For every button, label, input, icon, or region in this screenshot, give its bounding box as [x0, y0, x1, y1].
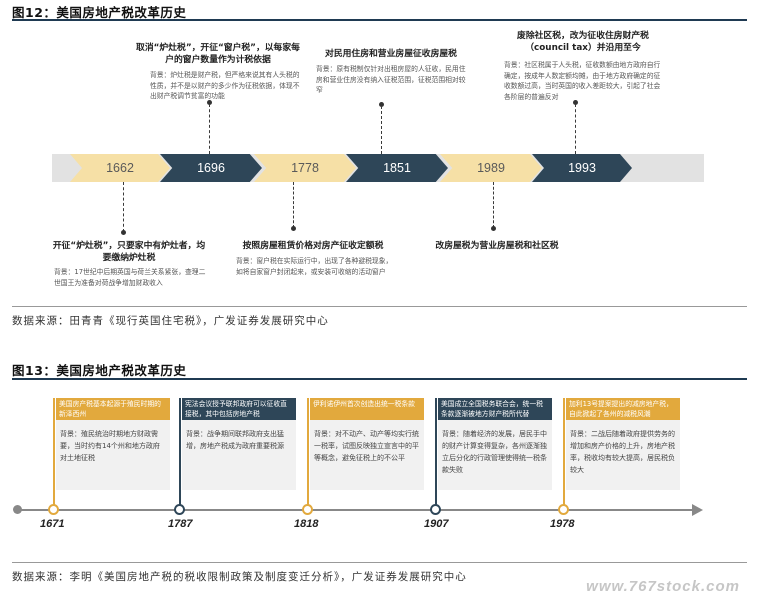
fig12-year-1993: 1993 — [532, 154, 632, 182]
fig13-timeline-arrow-icon — [692, 504, 703, 516]
fig13-event-box-1787: 宪法会议授予联邦政府可以征收直接税，其中包括房地产税 背景：战争期间联邦政府支出… — [182, 398, 296, 490]
fig12-connector-dot — [491, 226, 496, 231]
fig13-stem — [563, 398, 565, 506]
fig13-year-label: 1907 — [424, 518, 449, 530]
fig12-connector-line — [575, 104, 576, 154]
fig12-top-card-1-body: 背景：炉灶税是财产税，但严格来说其有人头税的性质，并不是以财产的多少作为征税依据… — [150, 71, 300, 100]
fig12-bottom-card-3-title: 改房屋税为营业房屋税和社区税 — [435, 241, 559, 251]
fig12-year-1989: 1989 — [440, 154, 542, 182]
fig13-event-header: 伊利诺伊州首次创造出统一税条款 — [310, 398, 424, 420]
fig13-event-header: 美国成立全国税务联合会，统一税条款逐渐被地方财产税所代替 — [438, 398, 552, 420]
fig13-event-header: 宪法会议授予联邦政府可以征收直接税，其中包括房地产税 — [182, 398, 296, 420]
fig13-year-dot — [430, 504, 441, 515]
fig12-top-card-2-body: 背景：原有税制仅针对出租房屋的人征收，民用住房和营业住房没有纳入征税范围，征税范… — [316, 65, 466, 94]
fig13-timeline-start — [13, 505, 22, 514]
fig13-year-dot — [302, 504, 313, 515]
fig13-year-dot — [174, 504, 185, 515]
fig12-year-1696: 1696 — [160, 154, 262, 182]
fig13-year-dot — [48, 504, 59, 515]
fig12-connector-dot — [379, 102, 384, 107]
fig12-connector-dot — [573, 100, 578, 105]
fig13-year-label: 1787 — [168, 518, 193, 530]
fig13-stem — [179, 398, 181, 506]
fig12-top-card-1-title: 取消“炉灶税”，开征“窗户税”，以每家每户的窗户数量作为计税依据 — [136, 43, 300, 65]
fig12-top-card-2-title: 对民用住房和营业房屋征收房屋税 — [325, 49, 457, 59]
fig13-event-body: 背景：对不动产、动产等均实行统一税率，试图反映独立宣言中的平等概念，避免征税上的… — [314, 430, 419, 462]
fig13-bottom-rule — [12, 562, 747, 563]
fig12-title-rule — [12, 19, 747, 21]
fig13-event-header: 加利13号提案提出的减房地产税，自此掀起了各州的减税风潮 — [566, 398, 680, 420]
fig13-year-label: 1818 — [294, 518, 319, 530]
fig12-connector-line — [493, 182, 494, 228]
fig13-timeline-axis — [18, 509, 694, 511]
fig13-stem — [435, 398, 437, 506]
fig12-top-card-3-title: 废除社区税，改为征收住房财产税（council tax）并沿用至今 — [517, 31, 649, 53]
fig12-bottom-card-2-body: 背景：窗户税在实际运行中，出现了各种避税现象，如将自家窗户封闭起来，或安装可收缩… — [236, 257, 393, 276]
fig13-event-body: 背景：二战后随着政府提供劳务的增加和房产价格的上升，房地产税率，税收均有较大提高… — [570, 430, 675, 474]
fig12-connector-dot — [291, 226, 296, 231]
fig13-event-header: 美国房产税基本起源于殖民时期的新泽西州 — [56, 398, 170, 420]
fig13-title: 图13：美国房地产税改革历史 — [12, 363, 187, 378]
fig13-stem — [307, 398, 309, 506]
fig12-bottom-card-1-title: 开征“炉灶税”，只要家中有炉灶者，均要缴纳炉灶税 — [52, 241, 206, 263]
fig13-year-label: 1978 — [550, 518, 575, 530]
fig13-event-box-1818: 伊利诺伊州首次创造出统一税条款 背景：对不动产、动产等均实行统一税率，试图反映独… — [310, 398, 424, 490]
fig12-connector-line — [123, 182, 124, 232]
watermark: www.767stock.com — [586, 578, 740, 595]
fig12-connector-line — [293, 182, 294, 228]
fig12-bottom-rule — [12, 306, 747, 307]
fig12-connector-line — [381, 106, 382, 154]
fig12-year-1851: 1851 — [346, 154, 448, 182]
fig12-title: 图12：美国房地产税改革历史 — [12, 5, 187, 20]
fig13-year-dot — [558, 504, 569, 515]
fig12-top-card-3-body: 背景：社区税属于人头税，征收数额由地方政府自行确定，按成年人数定额均摊，由于地方… — [504, 61, 661, 101]
fig13-stem — [53, 398, 55, 506]
fig12-bottom-card-1-body: 背景：17世纪中后期英国与荷兰关系紧张，查理二世国王为准备对荷战争增加财政收入 — [54, 268, 206, 287]
fig13-year-label: 1671 — [40, 518, 65, 530]
fig13-event-box-1978: 加利13号提案提出的减房地产税，自此掀起了各州的减税风潮 背景：二战后随着政府提… — [566, 398, 680, 490]
fig13-event-body: 背景：随着经济的发展，居民手中的财产计算变得复杂，各州逐渐独立后分化的行政管理使… — [442, 430, 547, 474]
fig12-bottom-card-2-title: 按照房屋租赁价格对房产征收定额税 — [242, 241, 384, 251]
fig12-connector-dot — [207, 100, 212, 105]
fig13-event-body: 背景：战争期间联邦政府支出猛增，房地产税成为政府重要税源 — [186, 430, 284, 450]
fig13-event-box-1907: 美国成立全国税务联合会，统一税条款逐渐被地方财产税所代替 背景：随着经济的发展，… — [438, 398, 552, 490]
fig13-title-rule — [12, 378, 747, 380]
fig13-source: 数据来源：李明《美国房地产税的税收限制政策及制度变迁分析》，广发证券发展研究中心 — [12, 571, 467, 583]
fig12-source: 数据来源：田青青《现行英国住宅税》，广发证券发展研究中心 — [12, 315, 329, 327]
fig12-year-1662: 1662 — [70, 154, 170, 182]
fig12-year-1778: 1778 — [254, 154, 356, 182]
fig13-event-box-1671: 美国房产税基本起源于殖民时期的新泽西州 背景：殖民统治时期地方财政需要，当时约有… — [56, 398, 170, 490]
fig12-connector-dot — [121, 230, 126, 235]
fig13-event-body: 背景：殖民统治时期地方财政需要，当时约有14个州和地方政府对土地征税 — [60, 430, 160, 462]
fig12-connector-line — [209, 104, 210, 154]
